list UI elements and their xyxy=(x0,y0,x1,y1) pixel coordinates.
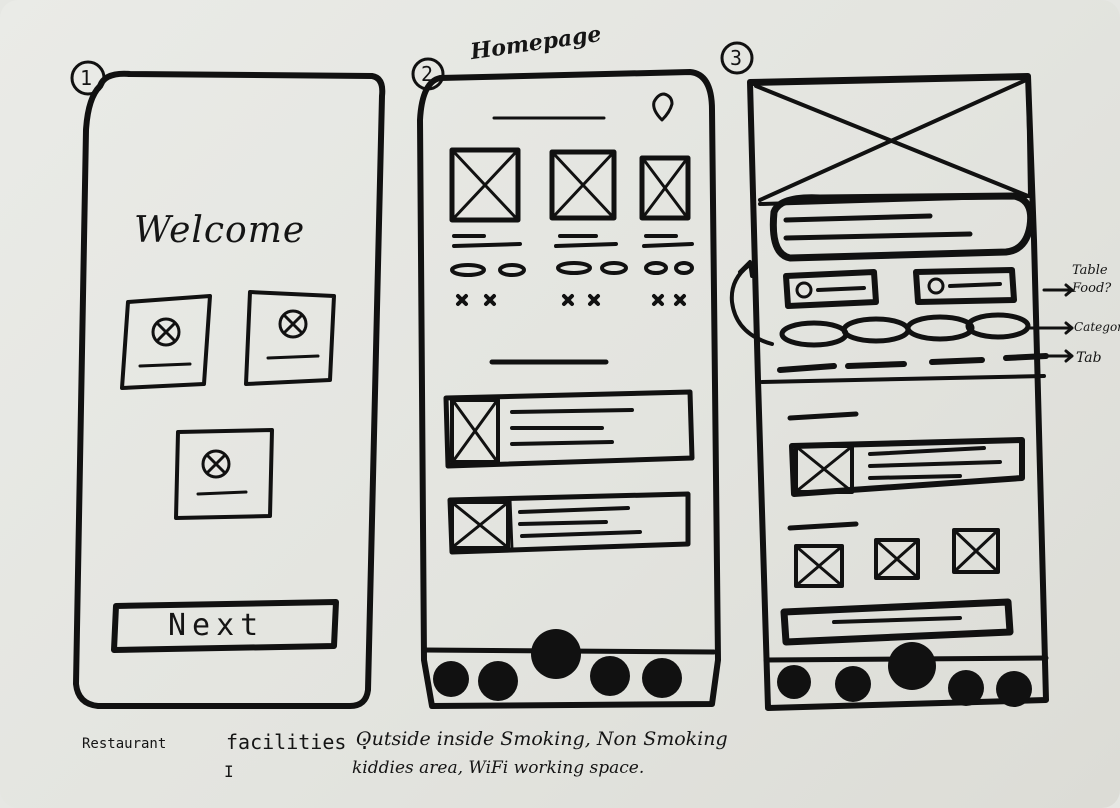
section-heading-1 xyxy=(787,411,859,421)
screen-1-wireframe xyxy=(70,60,386,709)
nav-icon-1 xyxy=(433,661,469,697)
content-row-2 xyxy=(780,598,1014,646)
image-placeholder-b xyxy=(244,290,336,386)
nav-icon-4 xyxy=(642,658,682,698)
screen-1-number: 1 xyxy=(80,66,93,90)
nav-icon-3 xyxy=(590,656,630,696)
notes-line-1: Outside inside Smoking, Non Smoking xyxy=(356,728,728,750)
screen-3-number: 3 xyxy=(730,46,743,70)
notes-facilities: facilities : xyxy=(226,730,371,754)
notes-mark: I xyxy=(224,762,234,781)
notes-label: Restaurant xyxy=(82,736,167,752)
screen-2-number: 2 xyxy=(421,62,434,86)
curved-arrow-icon xyxy=(729,260,774,346)
annotation-category: Category xyxy=(1074,320,1120,334)
table-food-toggle xyxy=(783,267,1017,309)
home-nav-fab-icon-3 xyxy=(888,642,936,690)
nav-icon-2 xyxy=(478,661,518,701)
home-nav-fab-icon xyxy=(531,629,581,679)
category-chips xyxy=(779,312,1031,348)
list-row-2 xyxy=(447,491,691,555)
image-placeholder-c xyxy=(174,428,274,520)
nav-icon-3-2 xyxy=(835,666,871,702)
next-button-outline xyxy=(111,599,339,653)
nav-icon-3-3 xyxy=(948,670,984,706)
welcome-title: Welcome xyxy=(134,210,306,251)
annotation-table-food: Table Food? xyxy=(1072,263,1112,296)
screen-3-number-circle xyxy=(720,41,754,75)
image-placeholder-a xyxy=(120,294,212,390)
screen-2-wireframe xyxy=(411,57,721,709)
notes-line-2: kiddies area, WiFi working space. xyxy=(352,758,645,778)
nav-icon-3-1 xyxy=(777,665,811,699)
featured-card-2 xyxy=(549,149,628,306)
thumbnail-grid xyxy=(794,528,1000,588)
phone-frame-1 xyxy=(73,70,386,709)
tab-bar xyxy=(760,353,1049,384)
annotation-tab: Tab xyxy=(1076,350,1102,366)
nav-icon-3-4 xyxy=(996,671,1032,707)
bottom-nav-2 xyxy=(421,629,717,701)
section-heading-2 xyxy=(787,521,859,531)
screen-3-wireframe xyxy=(720,41,1074,711)
next-button[interactable]: Next xyxy=(168,608,265,643)
featured-card-3 xyxy=(639,155,694,306)
annotation-arrows xyxy=(1028,283,1074,363)
list-row-1 xyxy=(443,389,695,469)
hero-image-placeholder xyxy=(750,76,1032,206)
content-row-1 xyxy=(789,437,1025,497)
location-pin-icon xyxy=(652,92,674,122)
phone-frame-2 xyxy=(417,69,721,709)
bottom-nav-3 xyxy=(763,642,1049,707)
featured-card-1 xyxy=(449,147,526,306)
restaurant-info-bar xyxy=(769,192,1035,262)
